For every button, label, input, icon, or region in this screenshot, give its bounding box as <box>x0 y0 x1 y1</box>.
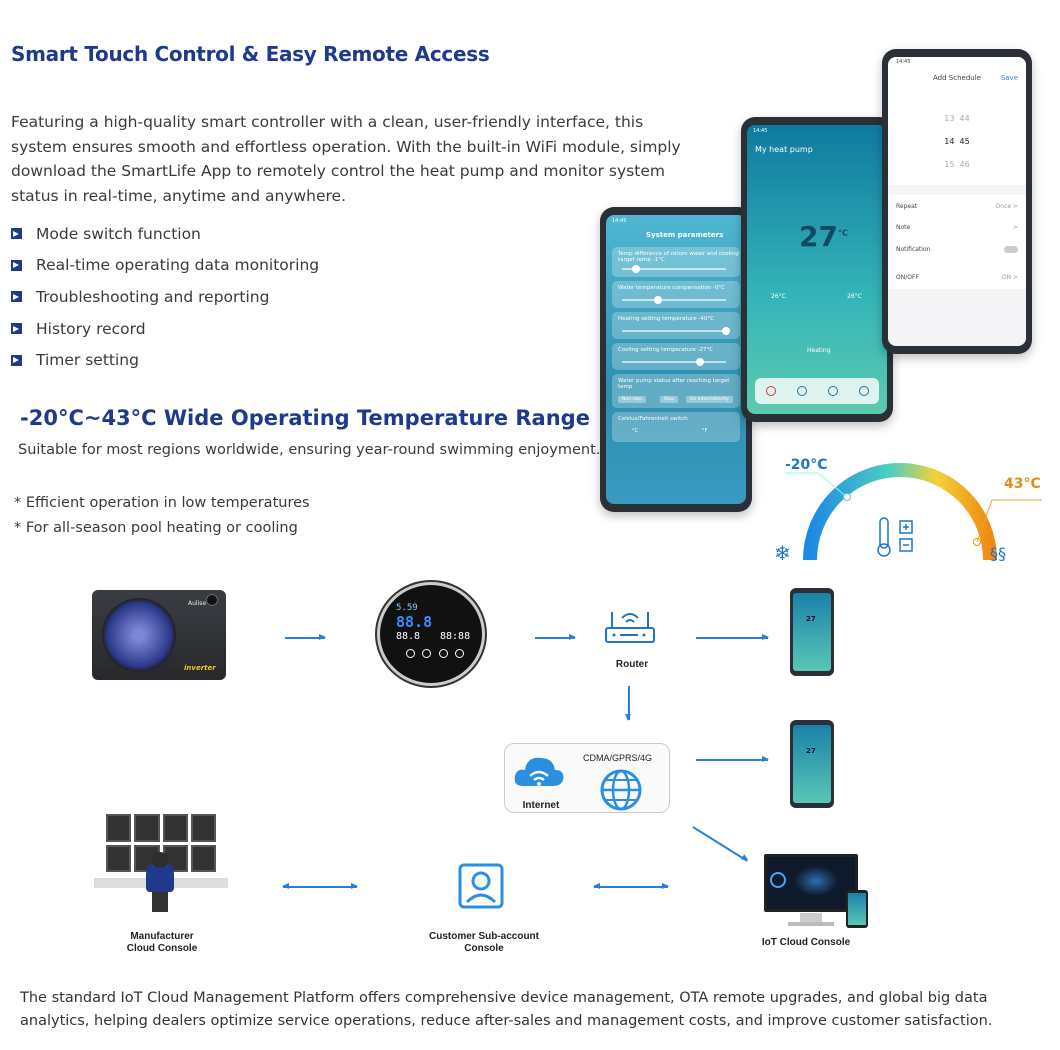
internet-label: Internet <box>522 800 560 811</box>
phone-screen: 14:45 System parameters Temp difference … <box>606 215 746 504</box>
feature-list: Mode switch function Real-time operating… <box>11 218 319 376</box>
note-item: * Efficient operation in low temperature… <box>14 495 310 511</box>
intro-paragraph: Featuring a high-quality smart controlle… <box>11 113 681 205</box>
home-mode: Heating <box>807 347 831 354</box>
mode-icon[interactable] <box>796 386 807 396</box>
schedule-save-button[interactable]: Save <box>1000 74 1018 82</box>
phone-screen: 14:45 Add Schedule Save 13 44 14 45 15 4… <box>888 57 1026 346</box>
router-icon <box>605 612 655 643</box>
feature-item: Timer setting <box>11 344 319 376</box>
arrow-bullet-icon <box>11 228 22 240</box>
flow-arrow <box>696 756 769 762</box>
schedule-time-row[interactable]: 13 44 <box>944 114 970 123</box>
iot-label: IoT Cloud Console <box>761 937 851 948</box>
snowflake-icon: ❄ <box>774 541 791 565</box>
home-left-value: 26°C <box>771 293 786 300</box>
range-title: -20°C~43°C Wide Operating Temperature Ra… <box>20 406 590 430</box>
power-icon[interactable] <box>765 386 776 396</box>
home-right-value: 26°C <box>847 293 862 300</box>
settings-icon[interactable] <box>858 386 869 396</box>
touch-controller: 5.59 88.8 88.8 88:88 <box>377 582 485 686</box>
param-card[interactable]: Water pump status after reaching target … <box>612 374 740 408</box>
footer-paragraph: The standard IoT Cloud Management Platfo… <box>20 990 993 1029</box>
manufacturer-console-icon <box>94 812 228 918</box>
flow-arrow <box>696 634 769 640</box>
phone-schedule: 14:45 Add Schedule Save 13 44 14 45 15 4… <box>882 49 1032 354</box>
phone-system-parameters: 14:45 System parameters Temp difference … <box>600 207 752 512</box>
note-item: * For all-season pool heating or cooling <box>14 520 298 536</box>
feature-item: History record <box>11 313 319 345</box>
arrow-bullet-icon <box>11 259 22 271</box>
home-temperature: 27°C <box>799 220 848 253</box>
cloud-wifi-icon <box>514 757 564 786</box>
heat-pump-unit: Aulise inverter <box>92 584 226 684</box>
param-card[interactable]: Temp difference of return water and cool… <box>612 247 740 277</box>
schedule-time-row[interactable]: 15 46 <box>944 160 970 169</box>
feature-item: Troubleshooting and reporting <box>11 281 319 313</box>
schedule-option[interactable]: Notification <box>896 246 1018 253</box>
network-label: CDMA/GPRS/4G <box>583 753 653 763</box>
fan-icon <box>102 598 176 672</box>
phone-home: 14:45 My heat pump 27°C 26°C 26°C Heatin… <box>741 117 893 422</box>
smartphone-icon: 27 <box>790 720 834 808</box>
two-way-arrow <box>282 883 358 889</box>
arrow-bullet-icon <box>11 291 22 303</box>
param-card[interactable]: Heating setting temperature -40°C <box>612 312 740 339</box>
router-label: Router <box>615 659 649 670</box>
two-way-arrow <box>593 883 669 889</box>
smartphone-icon: 27 <box>790 588 834 676</box>
status-time: 14:45 <box>612 218 627 224</box>
feature-item: Mode switch function <box>11 218 319 250</box>
param-card[interactable]: Celsius/Fahrenheit switch °C °F <box>612 412 740 442</box>
page-title: Smart Touch Control & Easy Remote Access <box>11 42 490 66</box>
range-subtitle: Suitable for most regions worldwide, ens… <box>18 442 601 458</box>
heat-wave-icon: §§ <box>990 544 1006 563</box>
phone-screen: 14:45 My heat pump 27°C 26°C 26°C Heatin… <box>747 125 887 414</box>
gauge-max-label: 43°C <box>1004 476 1041 492</box>
arrow-bullet-icon <box>11 354 22 366</box>
flow-arrow-down <box>625 686 631 721</box>
user-account-icon <box>458 863 504 909</box>
temperature-gauge: ❄ §§ <box>774 463 1042 565</box>
params-title: System parameters <box>646 231 724 239</box>
home-title: My heat pump <box>755 145 813 154</box>
iot-console-icon <box>760 852 870 932</box>
globe-icon <box>600 769 642 811</box>
flow-arrow <box>692 826 748 862</box>
schedule-time-row[interactable]: 14 45 <box>944 137 970 146</box>
schedule-option[interactable]: Note> <box>896 224 1018 231</box>
param-card[interactable]: Water temperature compensation -0°C <box>612 281 740 308</box>
param-card[interactable]: Cooling setting temperature -27°C <box>612 343 740 370</box>
range-notes: * Efficient operation in low temperature… <box>14 491 310 541</box>
home-toolbar <box>755 378 879 404</box>
timer-icon[interactable] <box>827 386 838 396</box>
gauge-min-label: -20°C <box>785 457 828 473</box>
flow-arrow <box>535 634 576 640</box>
flow-arrow <box>285 634 326 640</box>
arrow-bullet-icon <box>11 323 22 335</box>
feature-item: Real-time operating data monitoring <box>11 250 319 282</box>
internet-box: Internet CDMA/GPRS/4G <box>504 743 670 813</box>
schedule-title: Add Schedule <box>933 74 981 82</box>
thermometer-icon <box>877 517 913 557</box>
